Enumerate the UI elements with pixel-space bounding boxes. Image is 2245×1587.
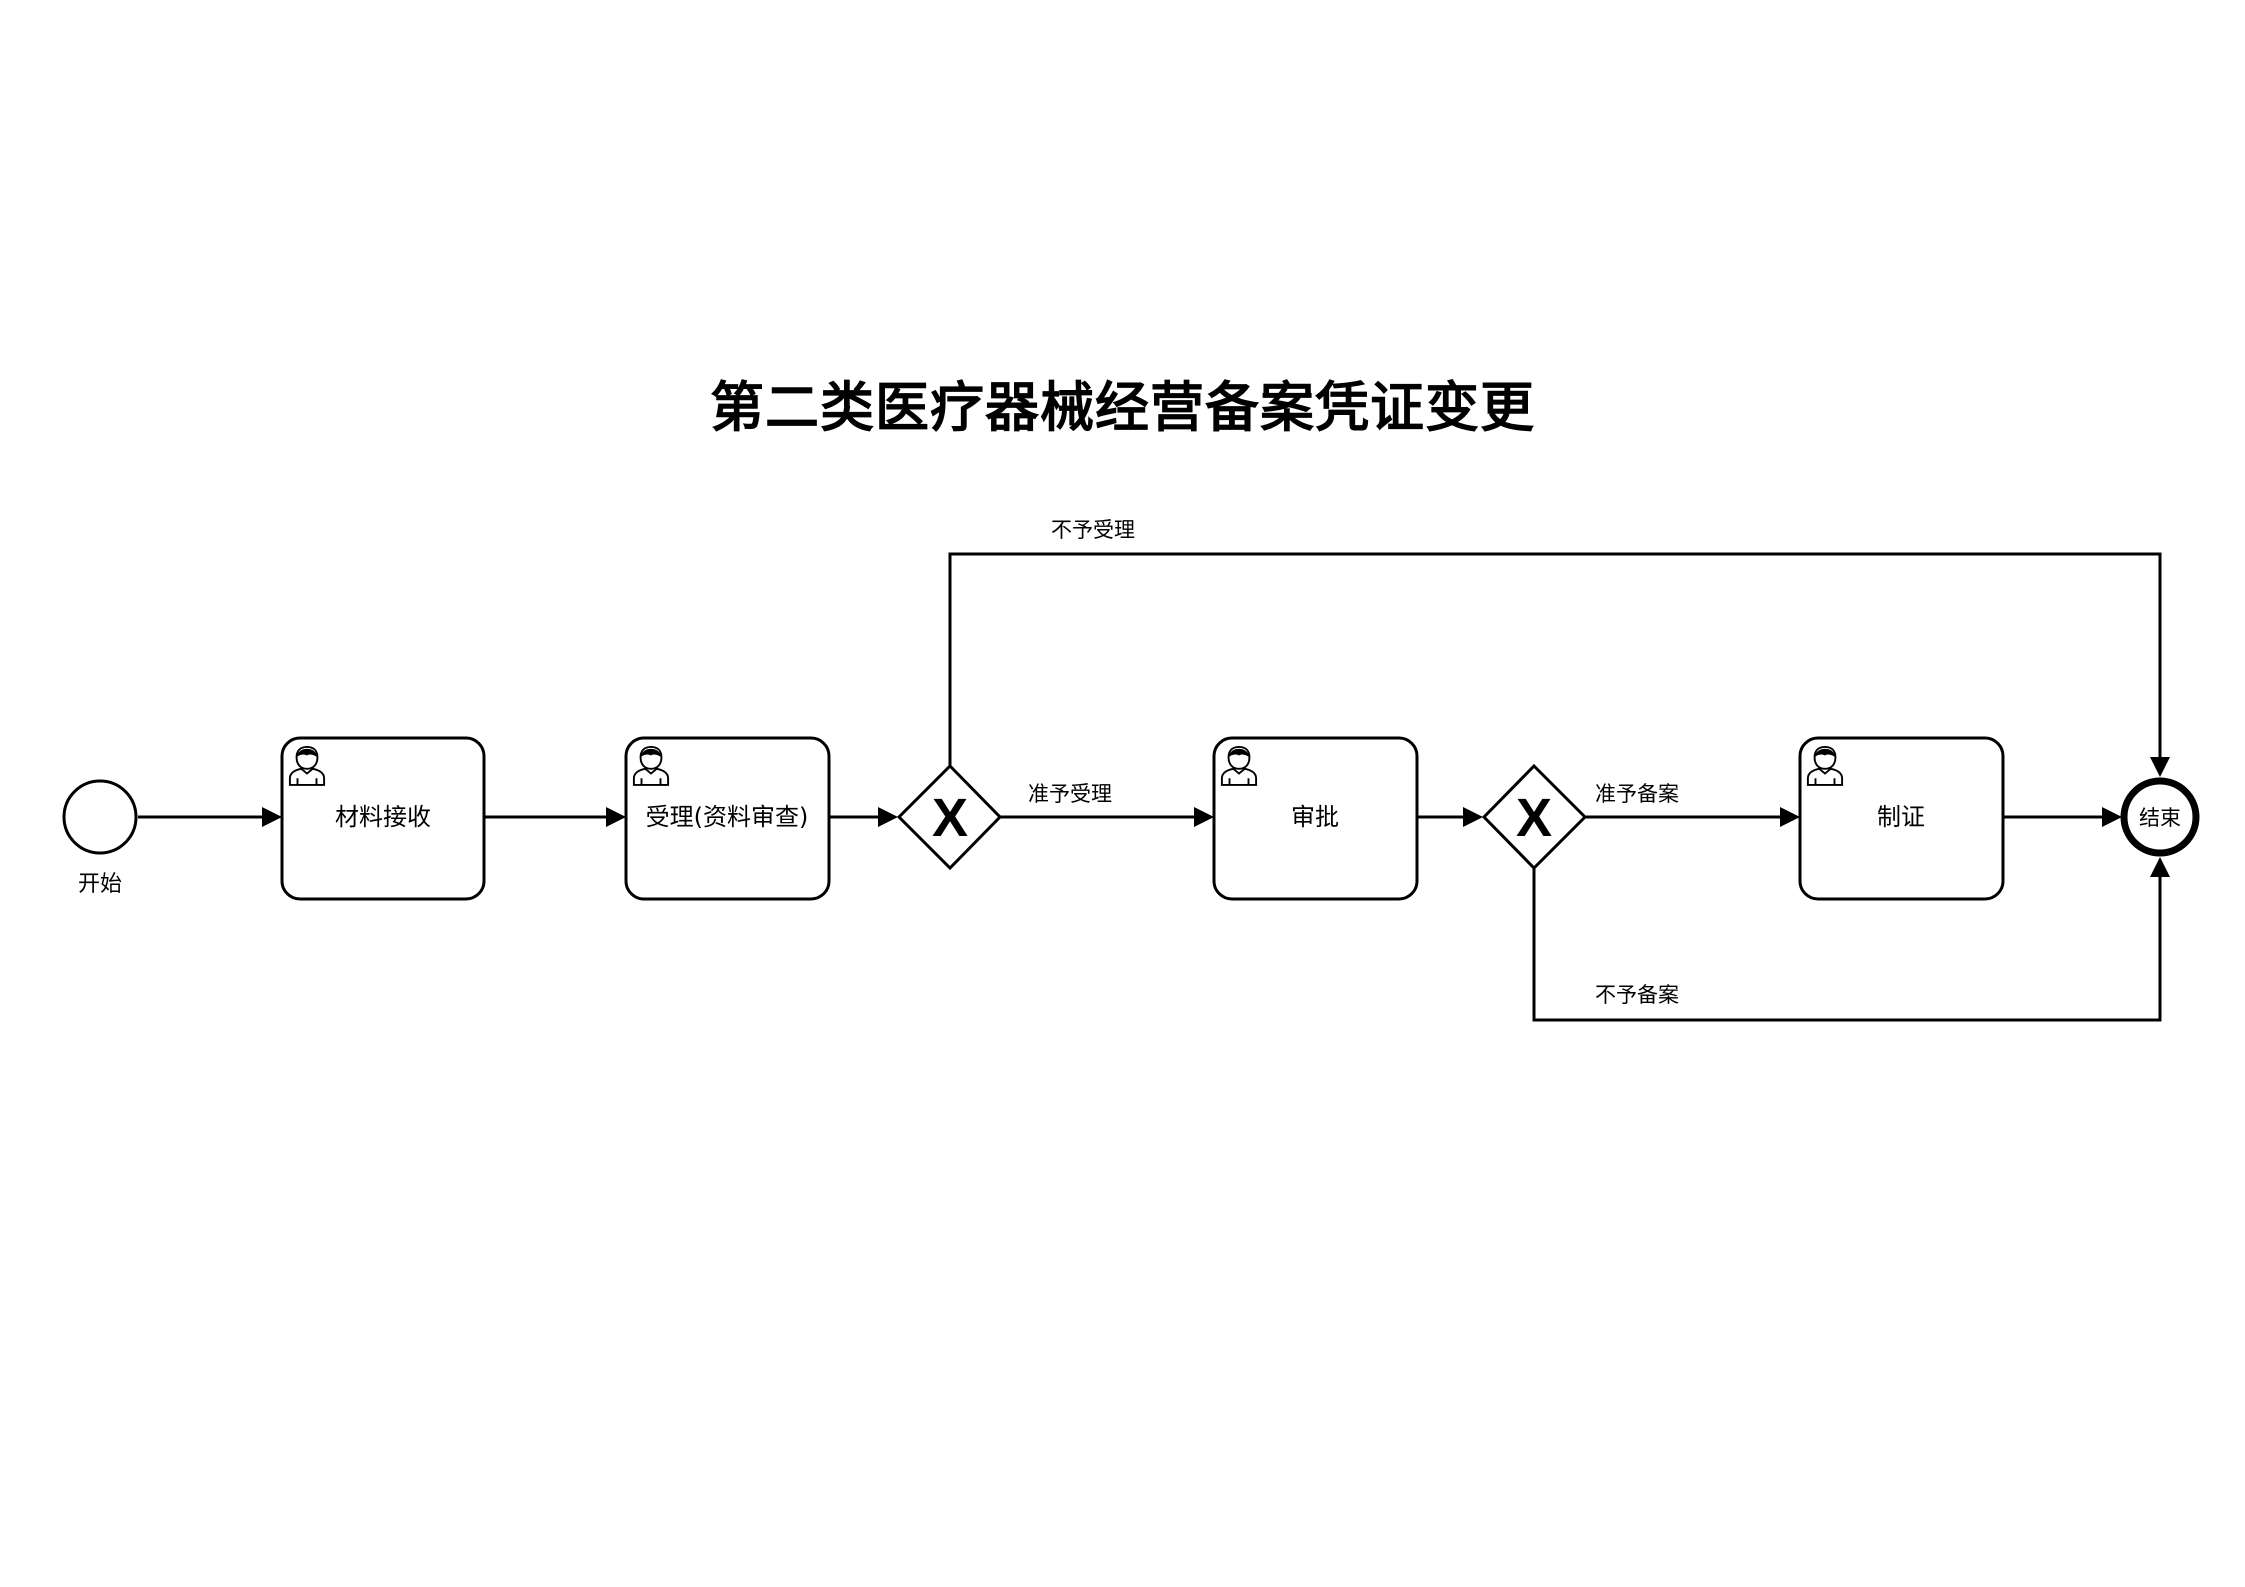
flow-gateway2-reject-to-end (1532, 864, 2162, 1022)
flow-label-approve-accept: 准予受理 (1028, 782, 1112, 806)
start-event: 开始 (62, 779, 138, 897)
exclusive-gateway-accept: X (896, 763, 1003, 871)
task-approval: 审批 (1212, 736, 1419, 901)
flow-gateway1-reject-to-end (948, 552, 2162, 770)
task-certification: 制证 (1798, 736, 2005, 901)
end-event: 结束 (2120, 777, 2200, 857)
diagram-title: 第二类医疗器械经营备案凭证变更 (710, 375, 1535, 439)
sequence-flows (138, 552, 2170, 1022)
task-label: 受理(资料审查) (646, 803, 809, 831)
flow-labels: 不予受理 准予受理 准予备案 不予备案 (1028, 518, 1679, 1007)
task-label: 材料接收 (335, 803, 431, 831)
task-material-receipt: 材料接收 (280, 736, 486, 901)
task-label: 制证 (1877, 803, 1925, 831)
gateway-symbol: X (1516, 788, 1552, 848)
task-label: 审批 (1291, 803, 1339, 831)
start-event-label: 开始 (78, 872, 122, 897)
gateway-symbol: X (932, 788, 968, 848)
end-event-label: 结束 (2139, 806, 2181, 830)
flow-label-approve-record: 准予备案 (1595, 782, 1679, 806)
flow-label-reject-accept: 不予受理 (1051, 518, 1135, 542)
task-acceptance-review: 受理(资料审查) (624, 736, 831, 901)
flow-label-reject-record: 不予备案 (1595, 983, 1679, 1007)
exclusive-gateway-record: X (1481, 763, 1588, 871)
